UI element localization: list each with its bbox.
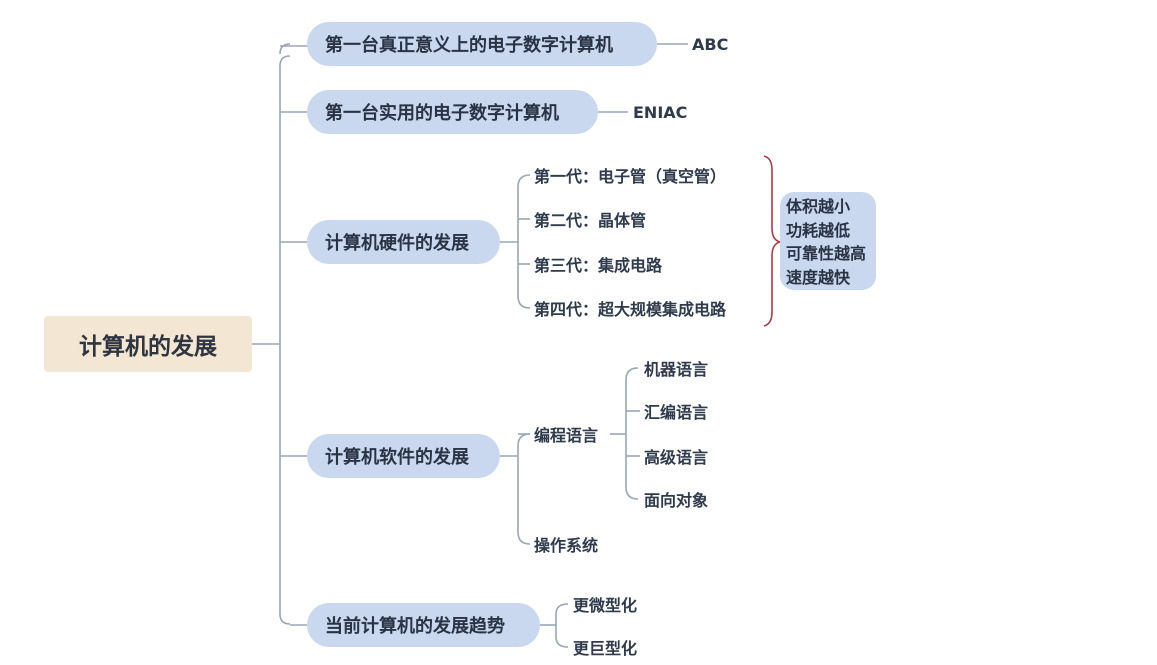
hardware-summary[interactable]: 体积越小 功耗越低 可靠性越高 速度越快: [780, 192, 876, 290]
leaf-more-giant-label: 更巨型化: [573, 639, 638, 658]
summary-brace: [763, 155, 781, 327]
leaf-programming-languages[interactable]: 编程语言: [534, 421, 598, 447]
summary-line-more-reliable: 可靠性越高: [786, 244, 867, 263]
branch-first-practical-computer-label: 第一台实用的电子数字计算机: [325, 103, 559, 124]
branch-hardware-label: 计算机硬件的发展: [325, 233, 469, 254]
leaf-hardware-gen1-label: 第一代：电子管（真空管）: [534, 167, 727, 186]
branch-software-label: 计算机软件的发展: [325, 447, 469, 468]
leaf-abc-label: ABC: [692, 34, 729, 54]
leaf-eniac-label: ENIAC: [633, 102, 688, 122]
leaf-assembly-language[interactable]: 汇编语言: [644, 398, 708, 424]
leaf-abc[interactable]: ABC: [692, 31, 728, 57]
branch-current-trend[interactable]: 当前计算机的发展趋势: [307, 603, 540, 647]
branch-hardware[interactable]: 计算机硬件的发展: [307, 220, 500, 264]
leaf-hardware-gen1[interactable]: 第一代：电子管（真空管）: [534, 162, 726, 188]
connector-software-vertical: [517, 433, 531, 545]
branch-first-true-computer-label: 第一台真正意义上的电子数字计算机: [325, 35, 613, 56]
leaf-object-oriented-label: 面向对象: [644, 491, 709, 510]
leaf-hardware-gen4-label: 第四代：超大规模集成电路: [534, 300, 727, 319]
leaf-more-giant[interactable]: 更巨型化: [573, 634, 637, 660]
leaf-operating-system[interactable]: 操作系统: [534, 531, 598, 557]
root-topic-label: 计算机的发展: [79, 334, 217, 360]
leaf-hardware-gen2-label: 第二代：晶体管: [534, 211, 647, 230]
leaf-machine-language-label: 机器语言: [644, 360, 709, 379]
leaf-hardware-gen4[interactable]: 第四代：超大规模集成电路: [534, 295, 726, 321]
leaf-operating-system-label: 操作系统: [534, 536, 599, 555]
branch-current-trend-label: 当前计算机的发展趋势: [325, 616, 505, 637]
connector-hardware-vertical: [517, 174, 531, 309]
leaf-programming-languages-label: 编程语言: [534, 426, 599, 445]
branch-first-true-computer[interactable]: 第一台真正意义上的电子数字计算机: [307, 22, 657, 66]
connector-trend-vertical: [555, 603, 569, 648]
leaf-hardware-gen2[interactable]: 第二代：晶体管: [534, 206, 646, 232]
summary-line-faster: 速度越快: [786, 267, 851, 287]
summary-line-smaller: 体积越小: [786, 197, 851, 216]
branch-software[interactable]: 计算机软件的发展: [307, 434, 500, 478]
leaf-eniac[interactable]: ENIAC: [633, 99, 687, 125]
leaf-high-level-language-label: 高级语言: [644, 448, 709, 467]
leaf-hardware-gen3[interactable]: 第三代：集成电路: [534, 251, 662, 277]
leaf-object-oriented[interactable]: 面向对象: [644, 486, 708, 512]
leaf-hardware-gen3-label: 第三代：集成电路: [534, 256, 663, 275]
leaf-assembly-language-label: 汇编语言: [644, 403, 709, 422]
summary-line-lower-power: 功耗越低: [786, 220, 851, 240]
connector-trunk: [279, 55, 291, 625]
leaf-high-level-language[interactable]: 高级语言: [644, 443, 708, 469]
branch-first-practical-computer[interactable]: 第一台实用的电子数字计算机: [307, 90, 598, 134]
leaf-more-miniaturized-label: 更微型化: [573, 596, 638, 615]
leaf-machine-language[interactable]: 机器语言: [644, 355, 708, 381]
leaf-more-miniaturized[interactable]: 更微型化: [573, 591, 637, 617]
root-topic[interactable]: 计算机的发展: [44, 316, 252, 372]
connector-prog-vertical: [625, 367, 639, 500]
